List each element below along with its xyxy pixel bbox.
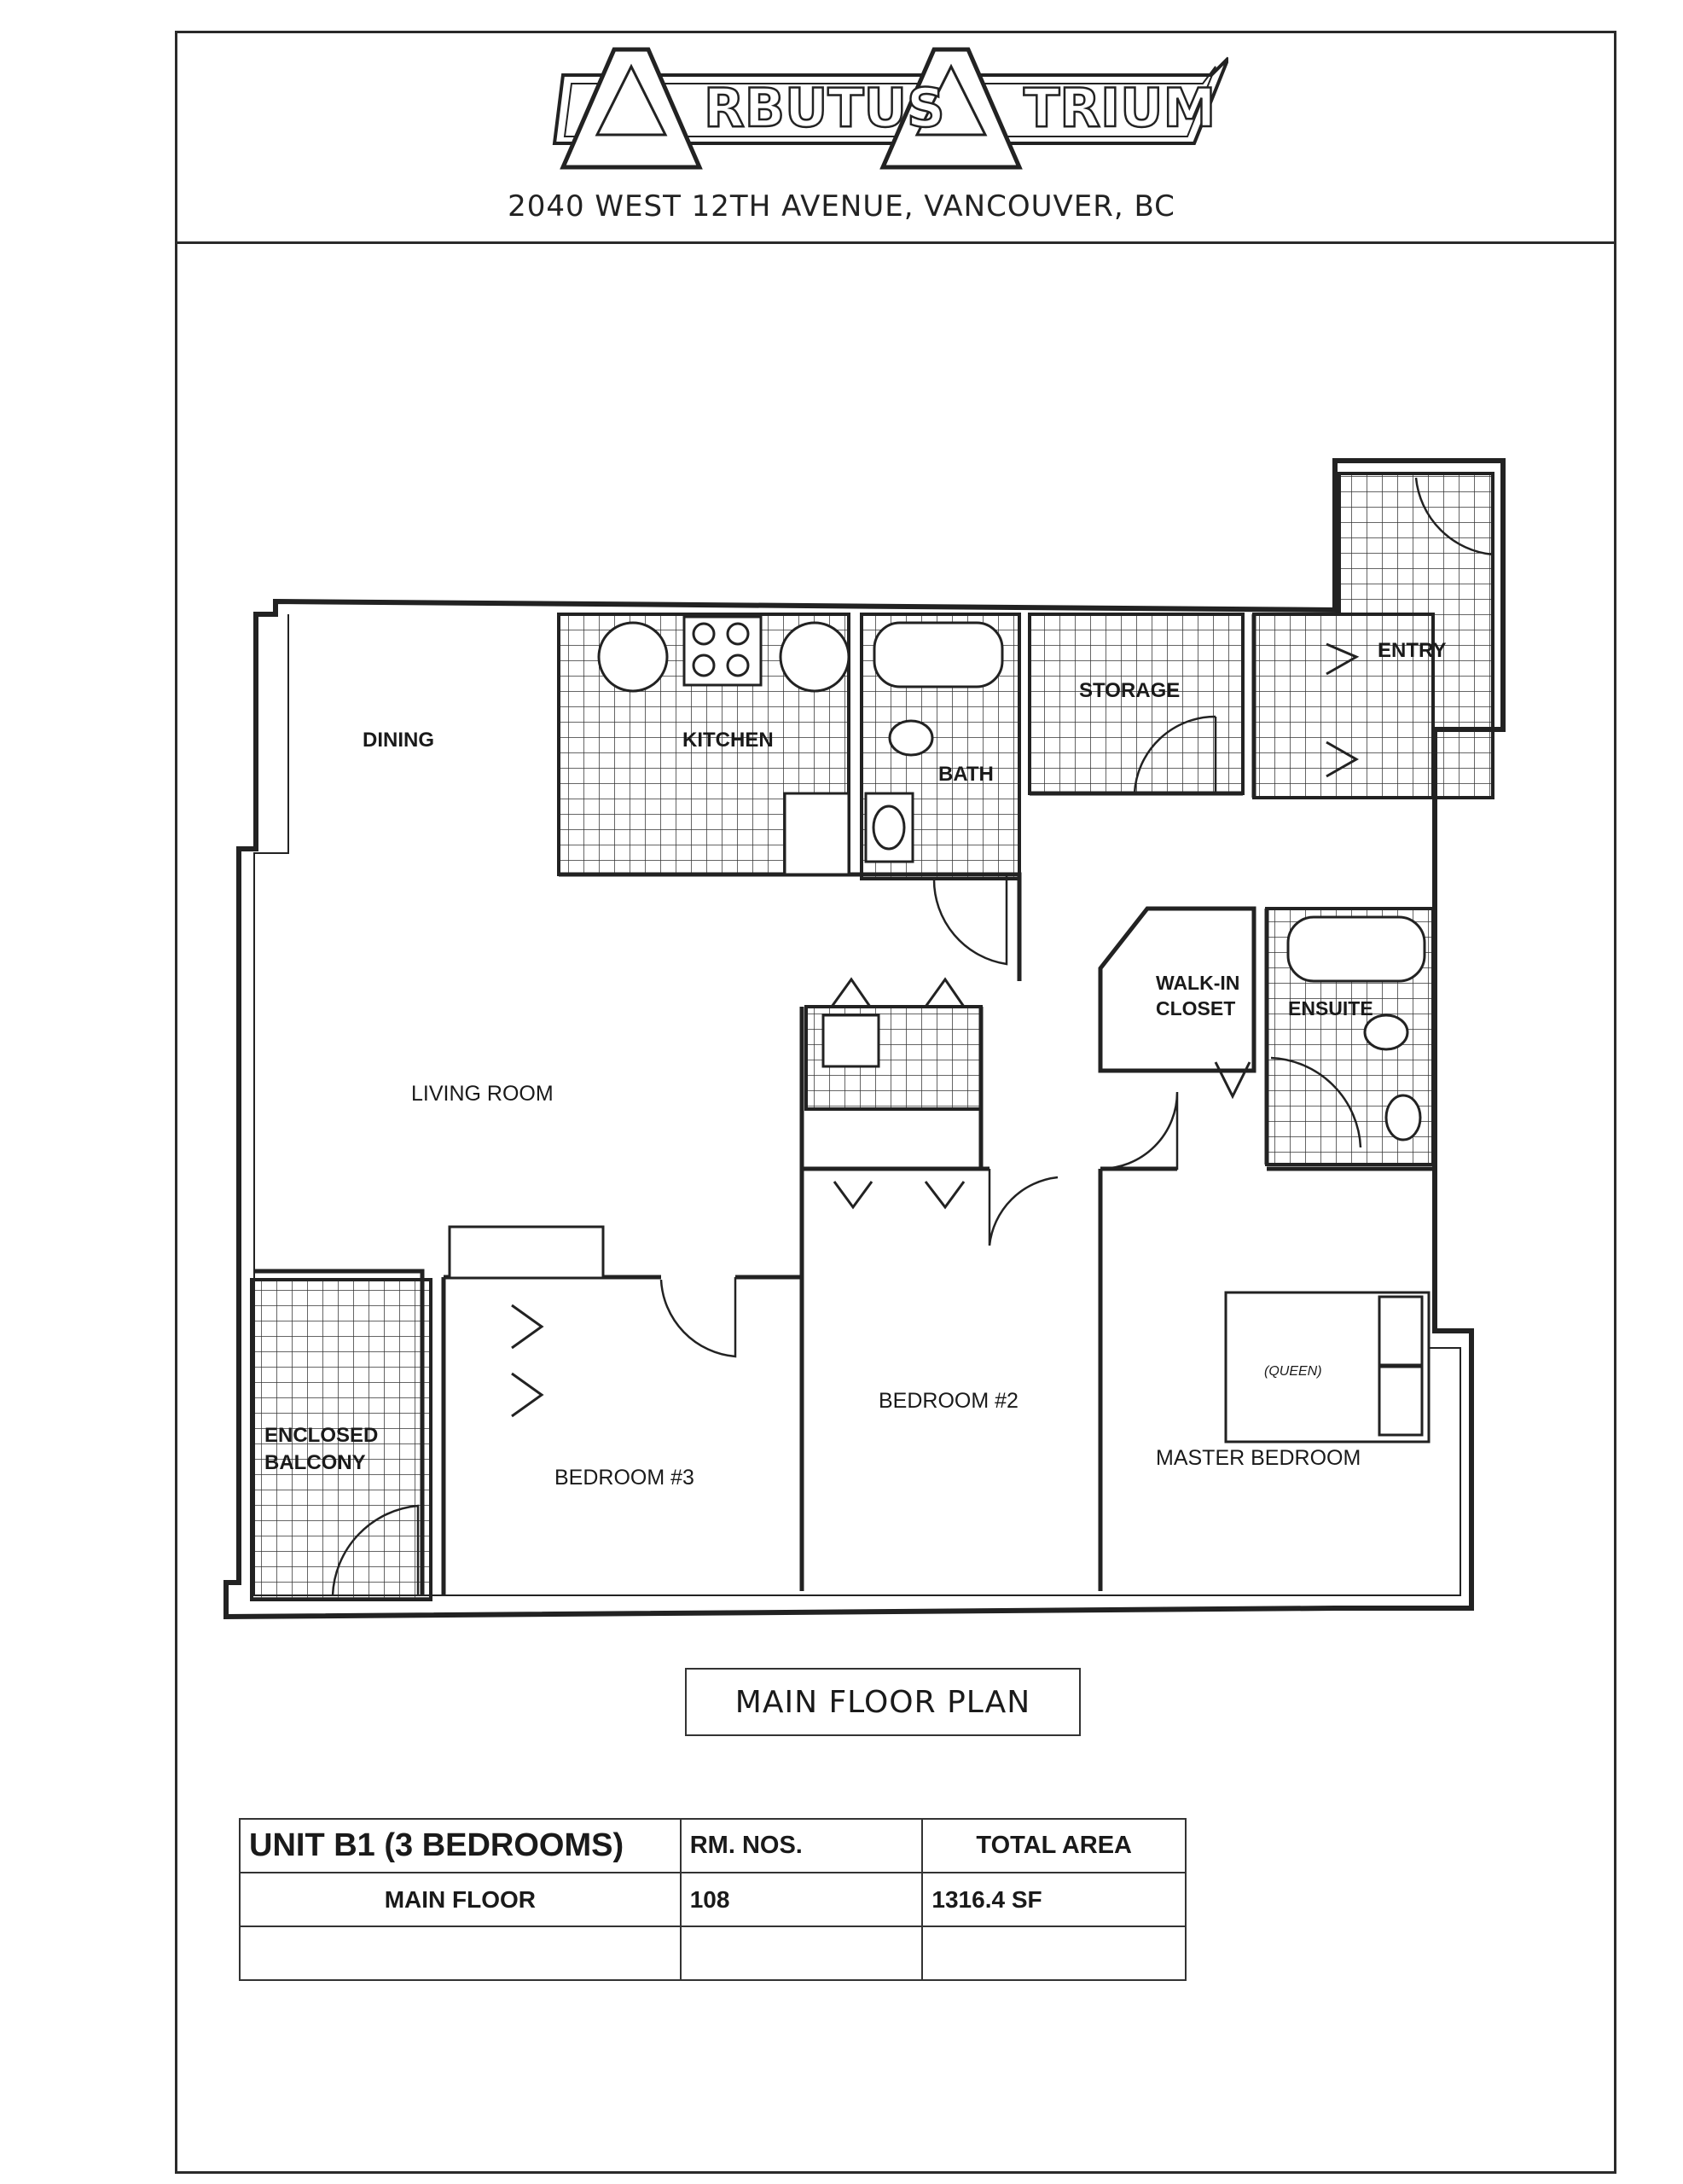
unit-info-table: UNIT B1 (3 BEDROOMS) RM. NOS. TOTAL AREA… (239, 1818, 1187, 1981)
pillow-2 (1378, 1365, 1424, 1437)
empty-cell (239, 1926, 682, 1981)
chevron-1 (830, 977, 872, 1008)
chevron-6 (511, 1372, 544, 1418)
rm-nos-header: RM. NOS. (679, 1818, 924, 1873)
label-ensuite: ENSUITE (1288, 997, 1373, 1019)
label-master-bedroom: MASTER BEDROOM (1156, 1446, 1361, 1470)
table-row: MAIN FLOOR 108 1316.4 SF (239, 1872, 1187, 1927)
door-entry (1414, 477, 1494, 556)
door-balcony (331, 1504, 420, 1596)
label-enclosed: ENCLOSED (264, 1424, 378, 1447)
wall-living-bedroom3 (254, 1269, 425, 1595)
kitchen-sink-right (779, 621, 850, 693)
pillow-1 (1378, 1295, 1424, 1367)
sink-ensuite (1384, 1094, 1422, 1141)
storage-tile-area (1028, 613, 1245, 795)
label-bedroom-2: BEDROOM #2 (879, 1389, 1019, 1413)
total-area-header: TOTAL AREA (921, 1818, 1187, 1873)
empty-cell (921, 1926, 1187, 1981)
total-area: 1316.4 SF (921, 1872, 1187, 1927)
label-bath: BATH (938, 763, 994, 786)
table-row (239, 1926, 1187, 1981)
empty-cell (679, 1926, 924, 1981)
toilet-main (888, 719, 934, 757)
label-bedroom-3: BEDROOM #3 (554, 1466, 694, 1490)
burner-1 (692, 622, 716, 646)
chevron-7 (1326, 642, 1360, 676)
plan-title: MAIN FLOOR PLAN (685, 1668, 1081, 1736)
kitchen-sink-left (597, 621, 669, 693)
label-storage: STORAGE (1079, 679, 1180, 702)
title-block (175, 31, 1616, 244)
label-entry: ENTRY (1378, 639, 1446, 662)
burner-4 (726, 653, 750, 677)
label-living-room: LIVING ROOM (411, 1082, 554, 1106)
inner-exterior-wall (253, 614, 1461, 1596)
floor-name: MAIN FLOOR (239, 1872, 682, 1927)
chevron-8 (1326, 741, 1360, 778)
burner-3 (692, 653, 716, 677)
wall-closet-curve (1098, 906, 1256, 1073)
door-storage (1133, 715, 1217, 794)
fridge (783, 792, 850, 876)
sheet-border (175, 31, 1616, 2174)
svg-text:RBUTUS: RBUTUS (704, 77, 945, 139)
chevron-2 (924, 977, 966, 1008)
svg-text:TRIUM: TRIUM (1024, 77, 1216, 139)
wall-bedroom3-right (735, 1275, 804, 1591)
exterior-wall (223, 458, 1506, 1620)
chevron-4 (924, 1181, 966, 1210)
label-dining: DINING (363, 729, 434, 752)
table-row: UNIT B1 (3 BEDROOMS) RM. NOS. TOTAL AREA (239, 1818, 1187, 1873)
bathtub-ensuite (1286, 915, 1426, 983)
label-kitchen: KITCHEN (682, 729, 774, 752)
label-closet: CLOSET (1156, 997, 1235, 1019)
wall-kitchen-bottom (559, 872, 1022, 981)
bathtub-main (873, 621, 1004, 688)
door-ensuite (1270, 1056, 1362, 1148)
chevron-3 (833, 1181, 873, 1210)
label-bed-size: (QUEEN) (1264, 1364, 1322, 1379)
washer-dryer (821, 1014, 880, 1068)
building-address: 2040 WEST 12TH AVENUE, VANCOUVER, BC (508, 189, 1175, 224)
label-walk-in: WALK-IN (1156, 972, 1239, 994)
arbutus-atrium-logo: RBUTUS TRIUM (552, 47, 1228, 170)
balcony-tile-area (250, 1278, 432, 1601)
fireplace (448, 1225, 605, 1280)
toilet-ensuite (1363, 1014, 1409, 1051)
room-number: 108 (679, 1872, 924, 1927)
door-master (1100, 1091, 1179, 1170)
door-bedroom2 (988, 1169, 1059, 1246)
door-bath (932, 873, 1008, 966)
chevron-5 (511, 1304, 544, 1350)
unit-name: UNIT B1 (3 BEDROOMS) (239, 1818, 682, 1873)
chevron-9 (1214, 1061, 1251, 1100)
label-balcony: BALCONY (264, 1451, 366, 1474)
door-bedroom3 (659, 1277, 737, 1358)
burner-2 (726, 622, 750, 646)
sink-basin-main (872, 804, 906, 851)
